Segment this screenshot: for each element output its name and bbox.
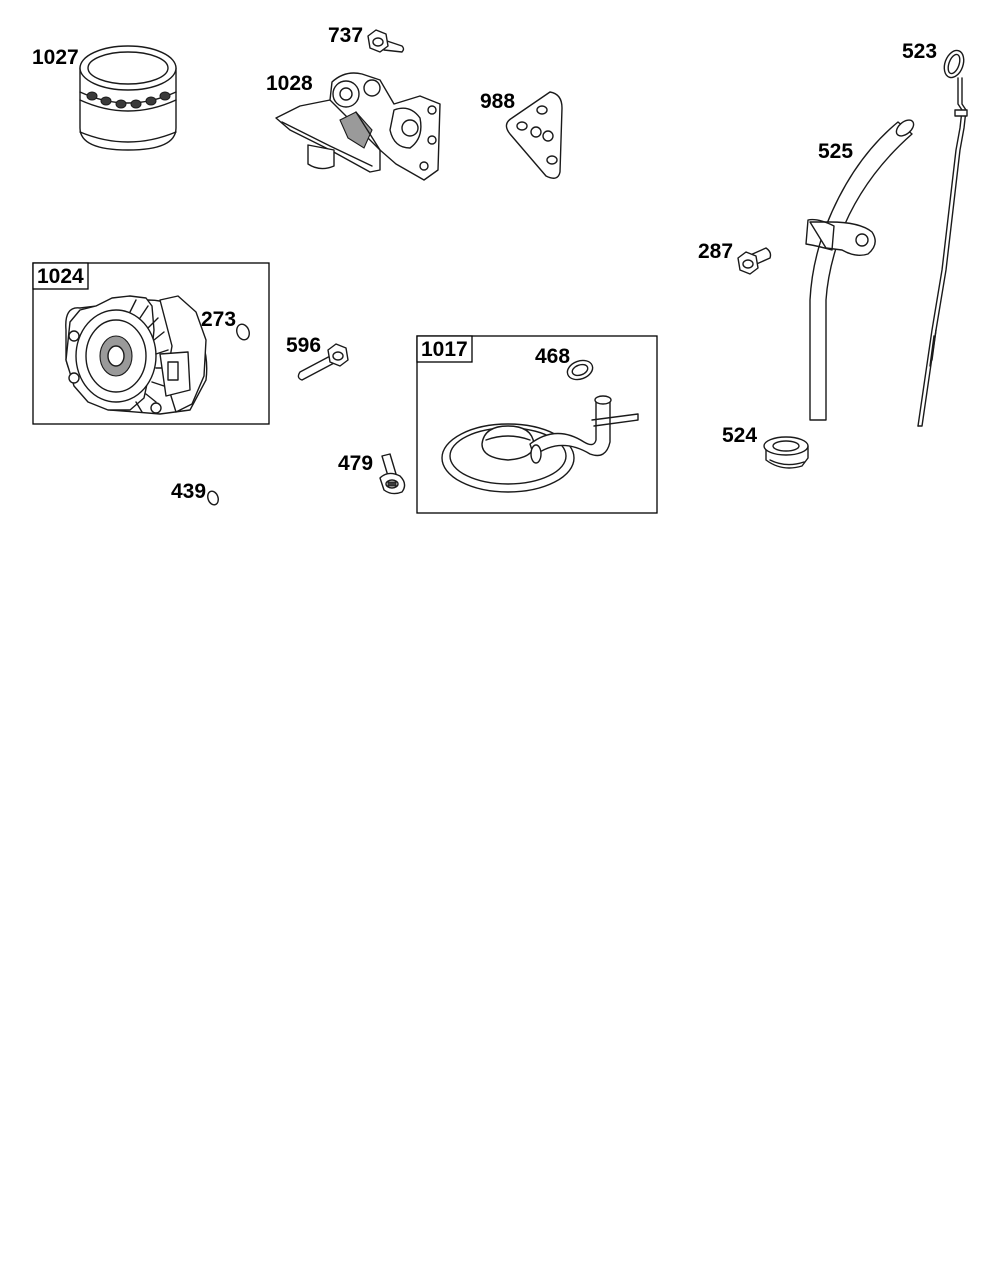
- bolt-737-part: [367, 29, 405, 53]
- gasket-988-part: [505, 91, 563, 179]
- label-1028: 1028: [266, 72, 313, 95]
- label-468: 468: [535, 345, 570, 368]
- dipstick-523-part: [917, 49, 968, 427]
- label-479: 479: [338, 452, 373, 475]
- oil-pump-1024-part: [65, 295, 208, 415]
- label-988: 988: [480, 90, 515, 113]
- dipstick-tube-525-part: [805, 119, 915, 421]
- filter-adapter-part: [275, 72, 441, 181]
- bolt-596-part: [297, 343, 349, 381]
- label-523: 523: [902, 40, 937, 63]
- label-525: 525: [818, 140, 853, 163]
- o-ring-273-part: [236, 323, 250, 341]
- label-737: 737: [328, 24, 363, 47]
- label-287: 287: [698, 240, 733, 263]
- screw-287-part: [737, 247, 772, 275]
- label-524: 524: [722, 424, 757, 447]
- label-1024: 1024: [37, 265, 84, 288]
- label-273: 273: [201, 308, 236, 331]
- o-ring-468-part: [566, 359, 594, 381]
- oil-pickup-1017-part: [441, 395, 639, 493]
- kit-tab-1017: [416, 335, 473, 363]
- label-1017: 1017: [421, 338, 468, 361]
- kit-box-1017: [416, 335, 658, 514]
- kit-box-1024: [32, 262, 270, 425]
- screw-479-part: [379, 453, 406, 495]
- label-439: 439: [171, 480, 206, 503]
- o-ring-439-part: [207, 490, 219, 506]
- label-596: 596: [286, 334, 321, 357]
- grommet-524-part: [763, 436, 809, 469]
- label-1027: 1027: [32, 46, 79, 69]
- kit-tab-1024: [32, 262, 89, 290]
- oil-filter-part: [79, 45, 177, 151]
